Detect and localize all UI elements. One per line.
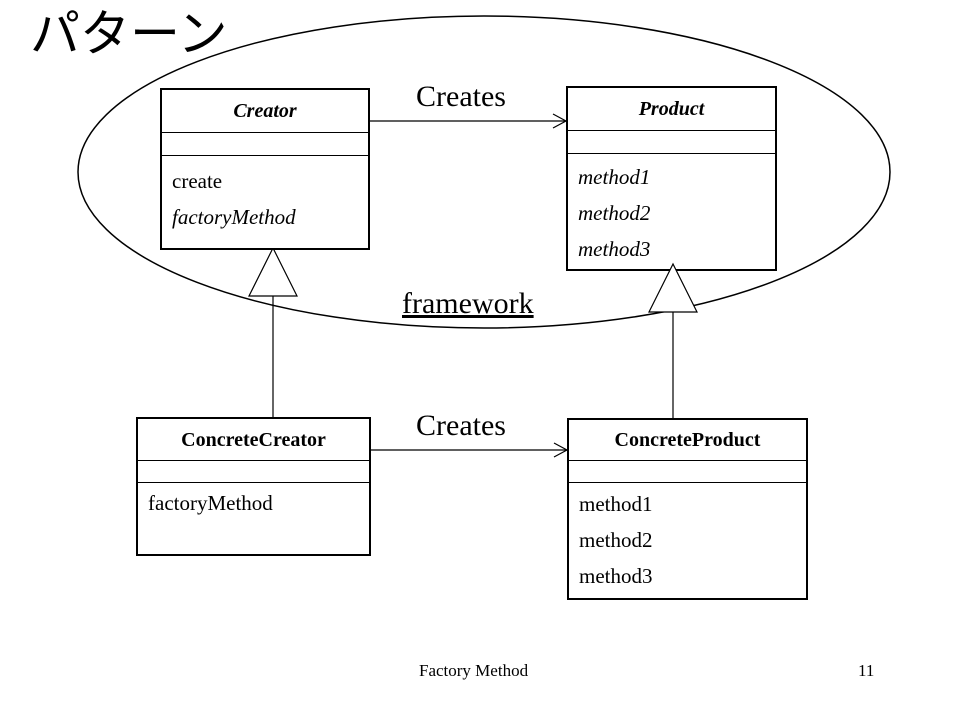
creator-op-factory-method: factoryMethod	[172, 205, 296, 229]
product-attributes	[568, 131, 775, 154]
concrete-product-op-method3: method3	[579, 564, 653, 588]
creator-class-name: Creator	[162, 90, 368, 133]
product-op-method3: method3	[578, 237, 651, 261]
creator-attributes	[162, 133, 368, 156]
creates-label-bottom: Creates	[416, 409, 506, 442]
concrete-creator-attributes	[138, 461, 369, 483]
concrete-creator-class-name: ConcreteCreator	[138, 419, 369, 461]
product-op-method1: method1	[578, 165, 651, 189]
concrete-product-class-name: ConcreteProduct	[569, 420, 806, 461]
product-operations: method1 method2 method3	[568, 154, 775, 267]
slide-title: パターン	[30, 5, 228, 63]
concrete-product-class: ConcreteProduct method1 method2 method3	[567, 418, 808, 600]
creates-label-top: Creates	[416, 80, 506, 113]
concrete-creator-class: ConcreteCreator factoryMethod	[136, 417, 371, 556]
concrete-creator-op-factory-method: factoryMethod	[148, 491, 273, 515]
creator-op-create: create	[172, 169, 223, 193]
inheritance-triangle-creator	[248, 246, 298, 297]
framework-label: framework	[402, 287, 534, 320]
footer-title: Factory Method	[419, 661, 529, 680]
concrete-product-operations: method1 method2 method3	[569, 483, 806, 594]
concrete-creator-operations: factoryMethod	[138, 483, 369, 521]
concrete-product-op-method2: method2	[579, 528, 653, 552]
product-class: Product method1 method2 method3	[566, 86, 777, 271]
concrete-product-op-method1: method1	[579, 492, 653, 516]
creator-class: Creator create factoryMethod	[160, 88, 370, 250]
creator-operations: create factoryMethod	[162, 156, 368, 235]
product-op-method2: method2	[578, 201, 651, 225]
framework-ellipse	[77, 15, 891, 329]
product-class-name: Product	[568, 88, 775, 131]
concrete-product-attributes	[569, 461, 806, 483]
page-number: 11	[858, 661, 875, 680]
